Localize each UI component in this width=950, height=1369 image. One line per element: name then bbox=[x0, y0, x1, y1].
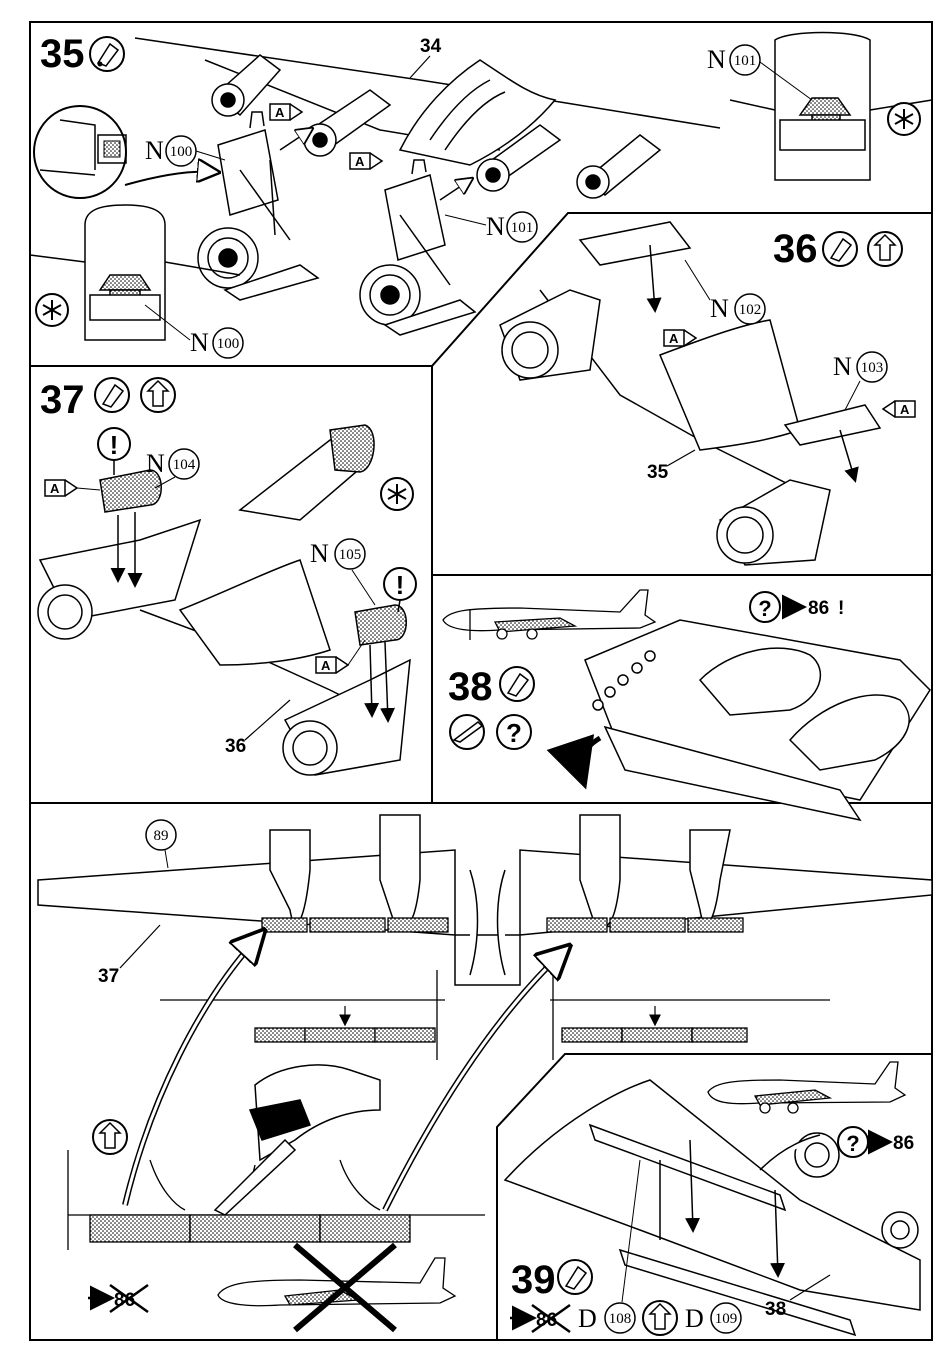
svg-text:?: ? bbox=[506, 718, 522, 748]
wait-dry-icon bbox=[868, 232, 902, 266]
wait-dry-icon bbox=[141, 378, 175, 412]
glue-icon bbox=[90, 37, 124, 71]
n-label: N bbox=[833, 352, 852, 381]
part-101-circle: 101 bbox=[730, 45, 760, 75]
tag-a: A bbox=[45, 480, 77, 496]
part-108-circle: 108 bbox=[605, 1303, 635, 1333]
step-38-panel: 38 ? ? 86 ! bbox=[443, 590, 930, 820]
svg-text:A: A bbox=[355, 154, 365, 169]
engine-nacelle bbox=[304, 90, 390, 156]
part-109-circle: 109 bbox=[711, 1303, 741, 1333]
step-36-panel: 36 N 102 bbox=[500, 222, 915, 565]
aircraft-side-view bbox=[708, 1062, 905, 1113]
glue-icon bbox=[823, 232, 857, 266]
help-icon: ? bbox=[497, 715, 531, 749]
wing-flap-illustration bbox=[585, 620, 930, 820]
step-37-panel: 37 ! N bbox=[38, 378, 416, 775]
tag-a: A bbox=[350, 153, 382, 169]
part-100-circle: 100 bbox=[166, 136, 196, 166]
n-label: N bbox=[486, 212, 505, 241]
part-101-circle: 101 bbox=[507, 212, 537, 242]
tag-a: A bbox=[316, 657, 348, 673]
svg-text:109: 109 bbox=[715, 1311, 738, 1327]
n-label: N bbox=[190, 328, 209, 357]
svg-text:102: 102 bbox=[739, 302, 762, 318]
landing-gear-right bbox=[360, 160, 475, 335]
part-100-circle: 100 bbox=[213, 328, 243, 358]
callout-35: 35 bbox=[647, 462, 669, 483]
callout-37: 37 bbox=[98, 966, 119, 987]
glue-icon bbox=[95, 378, 129, 412]
d-label: D bbox=[685, 1304, 704, 1333]
n-label: N bbox=[310, 539, 329, 568]
svg-text:105: 105 bbox=[339, 547, 362, 563]
part-104-circle: 104 bbox=[169, 449, 199, 479]
detail-zoom-circle bbox=[34, 106, 126, 198]
svg-text:108: 108 bbox=[609, 1311, 632, 1327]
callout-89-circle: 89 bbox=[146, 820, 176, 868]
asterisk-icon bbox=[888, 103, 920, 135]
engine-nacelle bbox=[577, 135, 660, 198]
asterisk-icon bbox=[36, 294, 68, 326]
wing-flap-assembly bbox=[505, 1080, 920, 1335]
svg-text:100: 100 bbox=[170, 144, 193, 160]
svg-text:!: ! bbox=[110, 430, 119, 460]
step-39-panel: ? 86 39 86 D 108 bbox=[505, 1062, 920, 1335]
callout-34: 34 bbox=[420, 36, 442, 57]
svg-text:A: A bbox=[321, 658, 331, 673]
svg-text:86: 86 bbox=[893, 1133, 914, 1154]
part-103-circle: 103 bbox=[857, 352, 887, 382]
warning-icon: ! bbox=[98, 428, 130, 475]
svg-text:?: ? bbox=[846, 1131, 859, 1156]
n-label: N bbox=[146, 449, 165, 478]
part-105-circle: 105 bbox=[335, 539, 365, 569]
svg-text:101: 101 bbox=[511, 220, 534, 236]
wait-dry-icon bbox=[93, 1120, 127, 1154]
n-label: N bbox=[707, 45, 726, 74]
n-label: N bbox=[145, 136, 164, 165]
wing-illustration bbox=[38, 436, 410, 775]
svg-text:A: A bbox=[900, 402, 910, 417]
svg-text:!: ! bbox=[838, 598, 844, 619]
help-ref: ? 86 ! bbox=[750, 592, 844, 622]
svg-text:A: A bbox=[50, 481, 60, 496]
step-36-number: 36 bbox=[773, 227, 818, 271]
tag-a: A bbox=[270, 104, 302, 120]
d-label: D bbox=[578, 1304, 597, 1333]
callout-36: 36 bbox=[225, 736, 246, 757]
step-39-number: 39 bbox=[511, 1258, 556, 1302]
step-35-number: 35 bbox=[40, 32, 85, 76]
wait-dry-icon bbox=[643, 1301, 677, 1335]
part-102-circle: 102 bbox=[735, 294, 765, 324]
svg-text:101: 101 bbox=[734, 53, 757, 69]
svg-text:89: 89 bbox=[154, 828, 169, 844]
svg-text:100: 100 bbox=[217, 336, 240, 352]
step-38-number: 38 bbox=[448, 665, 493, 709]
landing-gear-left bbox=[198, 112, 318, 300]
step-35-panel: 35 34 bbox=[30, 32, 932, 358]
knife-icon bbox=[450, 715, 484, 749]
glue-icon bbox=[500, 667, 534, 701]
tag-a: A bbox=[883, 401, 915, 417]
help-ref: ? 86 bbox=[838, 1127, 914, 1157]
svg-text:86: 86 bbox=[808, 598, 829, 619]
svg-text:?: ? bbox=[758, 596, 771, 621]
not-ref: 86 bbox=[510, 1305, 570, 1332]
not-ref: 86 bbox=[88, 1285, 148, 1312]
callout-38: 38 bbox=[765, 1299, 786, 1320]
aircraft-side-view bbox=[443, 590, 655, 640]
step-37-number: 37 bbox=[40, 378, 85, 422]
svg-text:104: 104 bbox=[173, 457, 196, 473]
svg-text:A: A bbox=[275, 105, 285, 120]
svg-text:!: ! bbox=[396, 570, 405, 600]
aircraft-side-view-crossed bbox=[218, 1245, 455, 1330]
n-label: N bbox=[710, 294, 729, 323]
asterisk-icon bbox=[381, 478, 413, 510]
svg-text:A: A bbox=[669, 331, 679, 346]
hand-with-knife bbox=[215, 1065, 380, 1215]
svg-text:103: 103 bbox=[861, 360, 884, 376]
glue-icon bbox=[558, 1260, 592, 1294]
